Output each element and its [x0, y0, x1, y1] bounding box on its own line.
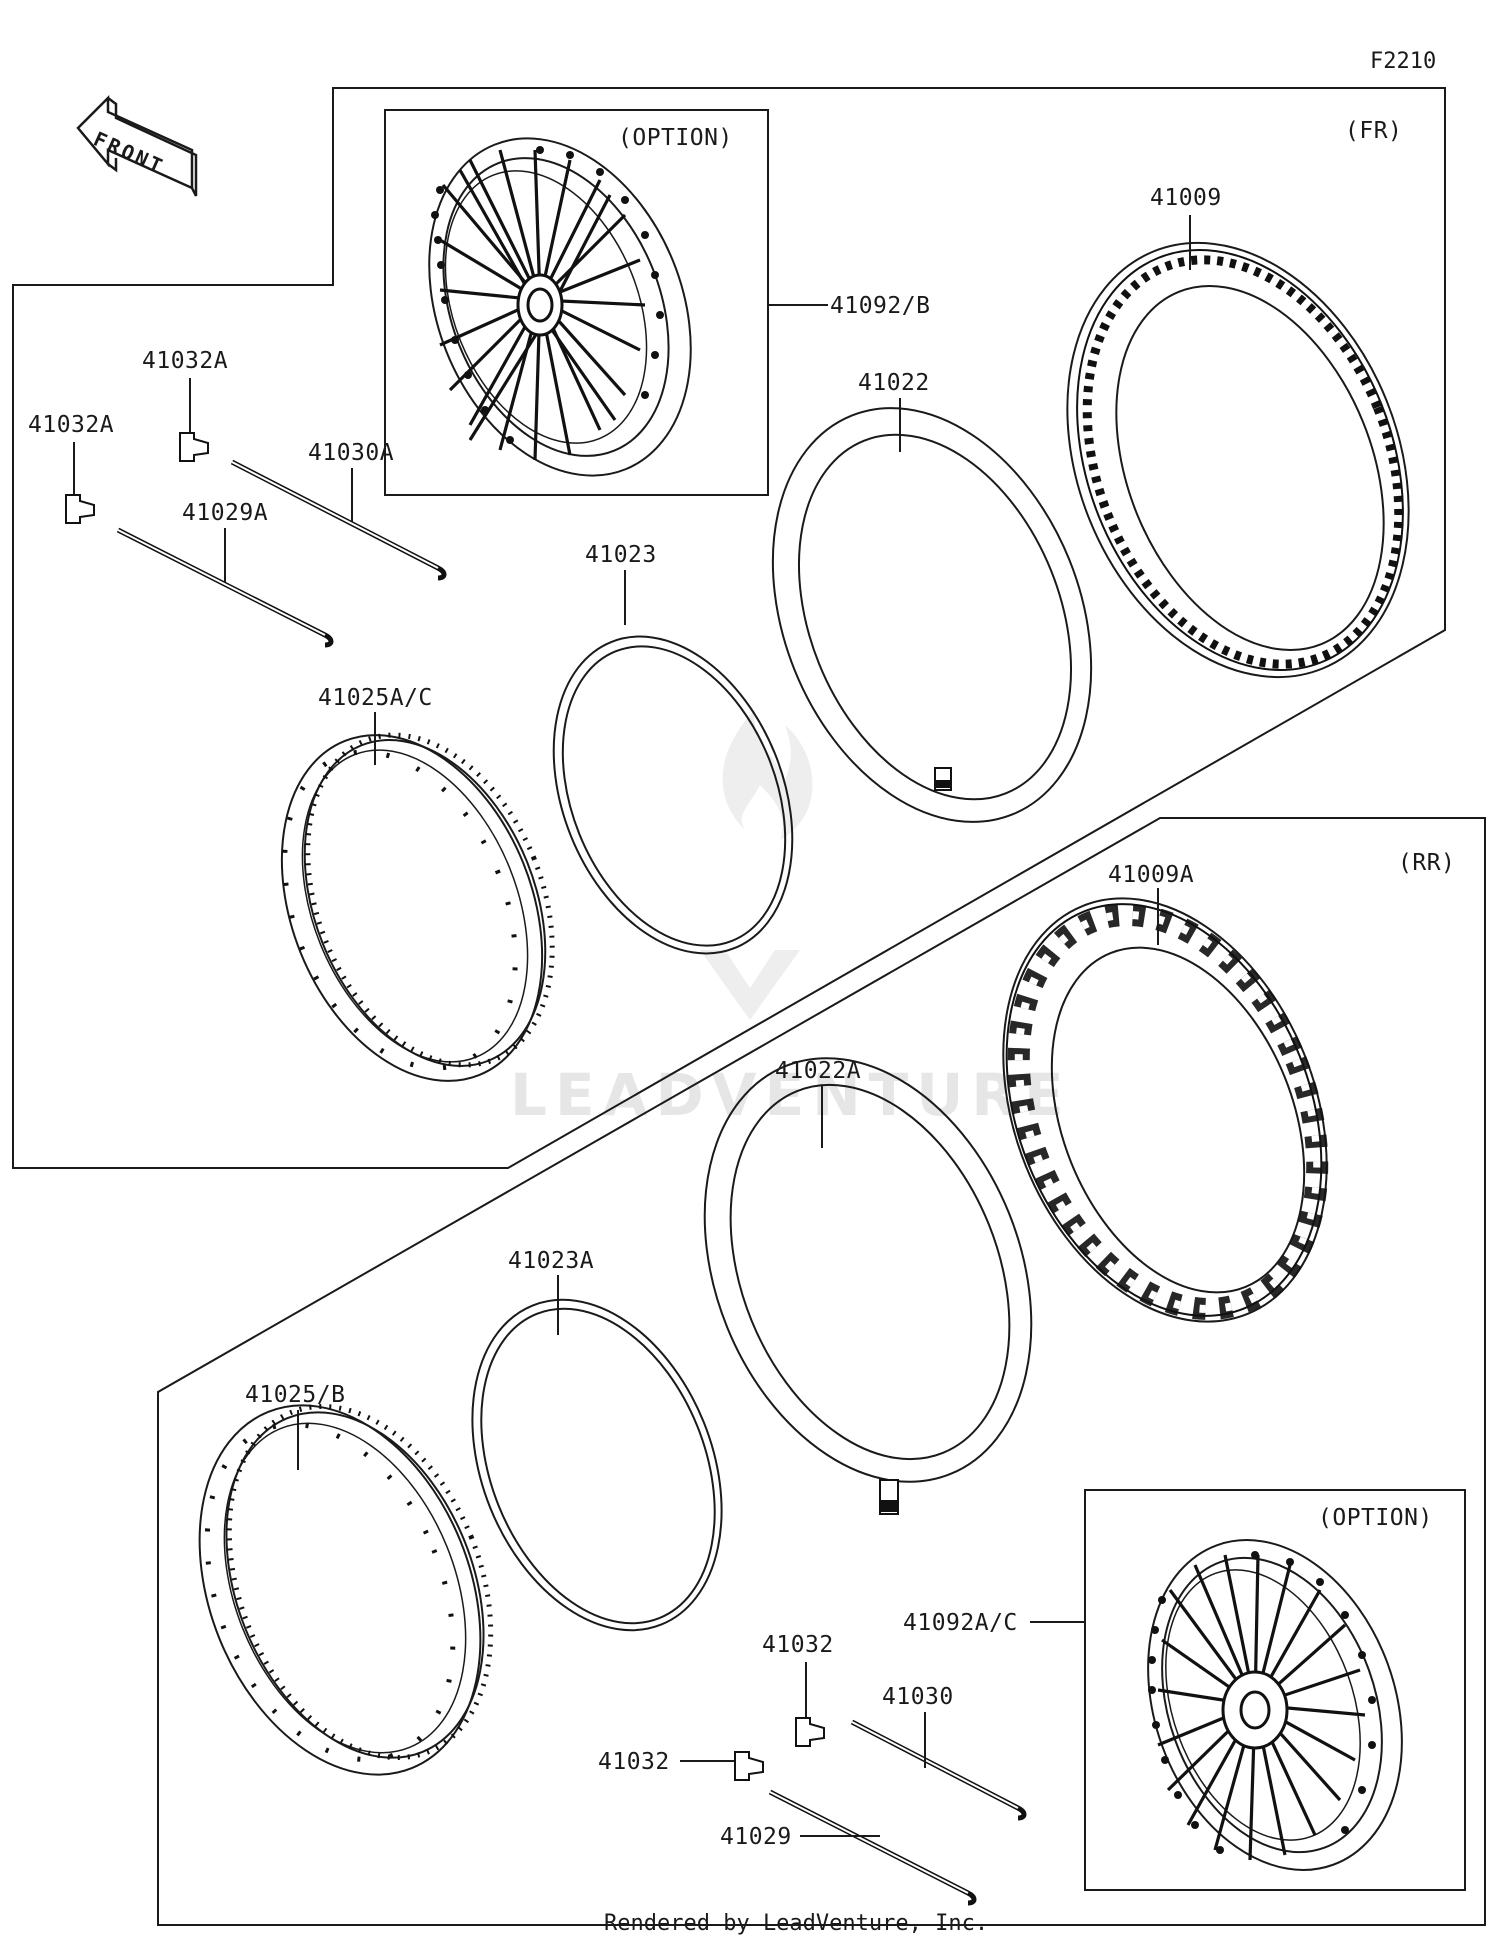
rear-tube-label: 41022A: [775, 1058, 861, 1084]
front-tire-label: 41009: [1150, 185, 1222, 211]
rear-tire-label: 41009A: [1108, 862, 1194, 888]
rear-spoke-inner-label: 41029: [720, 1824, 792, 1850]
rear-spoked-wheel: [1147, 1539, 1403, 1871]
front-spoke-outer: [230, 459, 447, 581]
rear-nipple-lower-label: 41032: [598, 1749, 670, 1775]
rear-section-frame: [157, 817, 1486, 1926]
rear-nipple-upper-label: 41032: [762, 1632, 834, 1658]
front-tire: [1066, 241, 1410, 679]
rear-option-label: (OPTION): [1318, 1505, 1433, 1531]
rear-section-label: (RR): [1398, 850, 1455, 876]
rear-spoke-outer: [850, 1719, 1027, 1821]
front-nipple-upper: [179, 432, 209, 462]
rear-nipple-lower: [734, 1751, 764, 1781]
diagram-code: F2210: [1370, 49, 1436, 74]
rear-tire: [1002, 897, 1329, 1323]
rear-option-box: [1084, 1489, 1466, 1891]
front-spoke-inner: [116, 527, 334, 648]
front-option-label: (OPTION): [618, 125, 733, 151]
front-section-frame: [12, 87, 1446, 1169]
rear-spoke-inner: [768, 1789, 977, 1906]
front-spoke-inner-label: 41029A: [182, 500, 268, 526]
front-option-box: [384, 109, 769, 496]
rear-spoke-outer-label: 41030: [882, 1684, 954, 1710]
rear-rim-band-label: 41023A: [508, 1248, 594, 1274]
front-tube-label: 41022: [858, 370, 930, 396]
rear-wheel-assy-label: 41092A/C: [903, 1610, 1018, 1636]
front-rim-label: 41025A/C: [318, 685, 433, 711]
front-rim: [280, 732, 555, 1082]
rear-rim: [198, 1403, 494, 1776]
front-rim-band: [552, 635, 794, 955]
rear-rim-band: [471, 1298, 723, 1632]
front-nipple-lower: [65, 494, 95, 524]
rear-rim-label: 41025/B: [245, 1382, 345, 1408]
front-nipple-upper-label: 41032A: [142, 348, 228, 374]
rear-tube: [703, 1057, 1033, 1515]
footer-credit: Rendered by LeadVenture, Inc.: [604, 1911, 988, 1936]
front-wheel-assy-label: 41092/B: [830, 293, 930, 319]
front-nipple-lower-label: 41032A: [28, 412, 114, 438]
front-spoked-wheel: [428, 137, 692, 477]
front-spoke-outer-label: 41030A: [308, 440, 394, 466]
front-tube: [771, 407, 1093, 823]
front-section-label: (FR): [1345, 118, 1402, 144]
rear-nipple-upper: [795, 1717, 825, 1747]
front-rim-band-label: 41023: [585, 542, 657, 568]
front-arrow-icon: FRONT: [76, 94, 198, 197]
